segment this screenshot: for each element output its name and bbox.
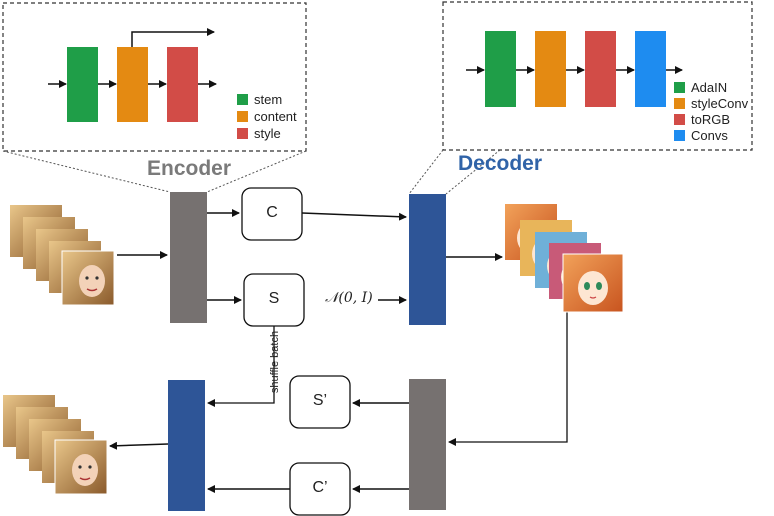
s-prime-node xyxy=(289,375,351,429)
enc-content-branch-arrow xyxy=(131,28,215,47)
dec-styleconv-block xyxy=(535,31,566,107)
torgb-swatch xyxy=(674,114,685,125)
legend-convs-label: Convs xyxy=(691,128,728,143)
legend-style-label: style xyxy=(254,126,281,141)
decoder2-to-output-arrow xyxy=(109,441,169,450)
dec-torgb-block xyxy=(585,31,616,107)
dec-convs-block xyxy=(635,31,666,107)
c-prime-node-label: C’ xyxy=(312,479,328,496)
stem-swatch xyxy=(237,94,248,105)
generated-image-stack xyxy=(505,204,624,313)
legend-convs: Convs xyxy=(674,128,728,143)
dec-adain-block xyxy=(485,31,516,107)
style-swatch xyxy=(237,128,248,139)
encoder-zoom-line-right xyxy=(206,150,307,193)
enc-stem-block xyxy=(67,47,98,122)
shuffle-batch-label: shuffle batch xyxy=(269,330,281,394)
reconstructed-image-stack xyxy=(3,395,108,495)
content-node-label: C xyxy=(266,204,278,221)
convs-swatch xyxy=(674,130,685,141)
enc-style-block xyxy=(167,47,198,122)
decoder-title: Decoder xyxy=(458,152,543,175)
s-prime-node-label: S’ xyxy=(312,392,328,409)
output-feedback-arrow xyxy=(448,312,568,446)
legend-styleconv-label: styleConv xyxy=(691,96,749,111)
styleconv-swatch xyxy=(674,98,685,109)
content-node xyxy=(241,187,303,241)
style-node-label: S xyxy=(268,290,280,307)
legend-adain: AdaIN xyxy=(674,80,727,95)
encoder-zoom-line-left xyxy=(2,150,171,193)
input-image-stack xyxy=(10,205,115,306)
legend-styleconv: styleConv xyxy=(674,96,748,111)
encoder-title: Encoder xyxy=(147,157,232,180)
legend-stem: stem xyxy=(237,92,282,107)
c-to-decoder-arrow xyxy=(301,212,407,221)
decoder-zoom-line-left xyxy=(408,149,444,195)
noise-label: 𝒩(0, I) xyxy=(325,290,373,306)
encoder-inset-box xyxy=(2,2,307,152)
legend-adain-label: AdaIN xyxy=(691,80,728,95)
decoder-block-top xyxy=(409,194,446,325)
legend-torgb-label: toRGB xyxy=(691,112,731,127)
encoder-block-bottom xyxy=(409,379,446,510)
legend-content-label: content xyxy=(254,109,297,124)
legend-style: style xyxy=(237,126,281,141)
legend-stem-label: stem xyxy=(254,92,283,107)
enc-content-block xyxy=(117,47,148,122)
legend-content: content xyxy=(237,109,297,124)
encoder-block-top xyxy=(170,192,207,323)
decoder-block-bottom xyxy=(168,380,205,511)
decoder-inset-box xyxy=(442,1,753,151)
content-swatch xyxy=(237,111,248,122)
legend-torgb: toRGB xyxy=(674,112,730,127)
shuffle-batch-arrow xyxy=(207,326,275,407)
adain-swatch xyxy=(674,82,685,93)
